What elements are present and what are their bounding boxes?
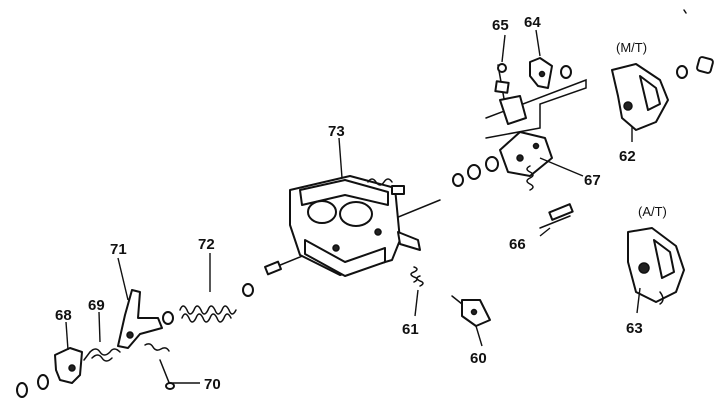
- callout-60: 60: [470, 350, 487, 367]
- linkage-plate: [485, 78, 587, 139]
- part-61-spring: [410, 266, 424, 287]
- part-63-lever-at: [627, 227, 685, 305]
- part-68-washers: [16, 374, 49, 398]
- leader-lines: [65, 29, 641, 384]
- part-62-lever-mt: [611, 56, 714, 131]
- callout-70: 70: [204, 376, 221, 393]
- stray-mark: [683, 9, 687, 14]
- part-71-lever: [117, 289, 163, 349]
- callout-68: 68: [55, 307, 72, 324]
- callout-63: 63: [626, 320, 643, 337]
- part-68-lever: [54, 347, 83, 384]
- variant-label-automatic: (A/T): [638, 204, 667, 219]
- callout-73: 73: [328, 123, 345, 140]
- callout-65: 65: [492, 17, 509, 34]
- part-70-screw-spring: [144, 343, 175, 390]
- callout-72: 72: [198, 236, 215, 253]
- callout-67: 67: [584, 172, 601, 189]
- part-67-throttle-linkage: [452, 131, 553, 187]
- variant-label-manual: (M/T): [616, 40, 647, 55]
- part-60-bracket: [451, 295, 491, 327]
- part-64-link: [529, 57, 572, 89]
- part-72-spring: [162, 283, 254, 325]
- callout-62: 62: [619, 148, 636, 165]
- part-69-spring: [83, 348, 121, 362]
- callout-71: 71: [110, 241, 127, 258]
- callout-61: 61: [402, 321, 419, 338]
- callout-64: 64: [524, 14, 541, 31]
- callout-69: 69: [88, 297, 105, 314]
- callout-66: 66: [509, 236, 526, 253]
- part-66-bolt: [526, 165, 574, 229]
- part-73-carburetor-body: [264, 175, 441, 277]
